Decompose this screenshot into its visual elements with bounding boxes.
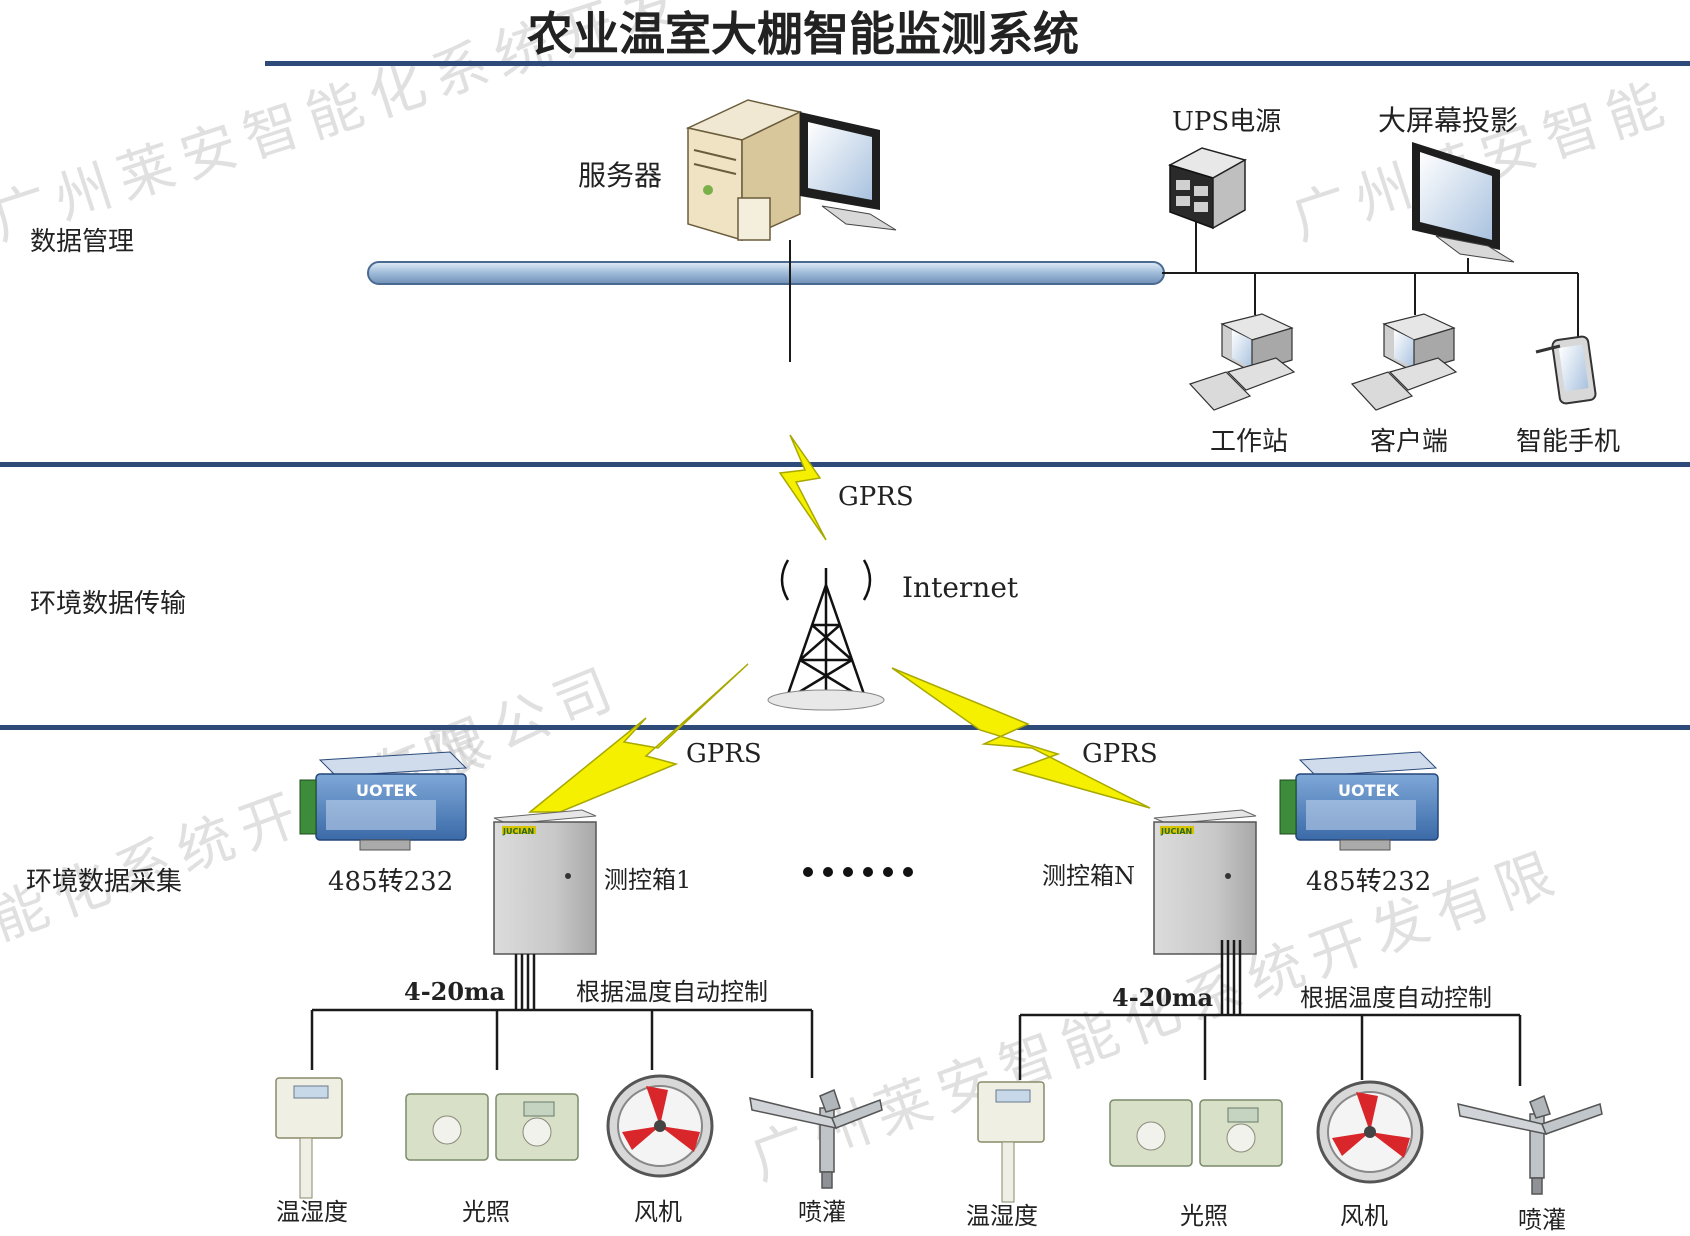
section-label-management: 数据管理 (30, 227, 134, 257)
client-label: 客户端 (1370, 427, 1448, 457)
smartphone-icon (1535, 335, 1597, 405)
gprs-label-top: GPRS (838, 482, 914, 512)
device-right-2-label: 光照 (1180, 1202, 1228, 1230)
transmission-section: GPRS Internet (767, 434, 1019, 711)
server-label: 服务器 (578, 159, 662, 192)
ellipsis-dots (803, 867, 913, 877)
control-box-left-icon: JUCIAN (493, 809, 597, 955)
converter-right-brand: UOTEK (1338, 781, 1399, 800)
sprinkler-right-icon (1457, 1094, 1603, 1195)
phone-label: 智能手机 (1516, 427, 1620, 457)
internet-tower-icon (767, 559, 885, 711)
control-box-left-label: 测控箱1 (604, 866, 691, 894)
control-box-left-brand: JUCIAN (502, 827, 534, 836)
divider-top (265, 61, 1690, 66)
control-box-right-icon: JUCIAN (1153, 809, 1257, 955)
device-left-3-label: 风机 (634, 1198, 682, 1226)
signal-left-label: 4-20ma (404, 977, 505, 1006)
internet-label: Internet (902, 571, 1019, 604)
gprs-lightning-right-icon (891, 667, 1151, 809)
workstation-label: 工作站 (1210, 427, 1288, 457)
page-title: 农业温室大棚智能监测系统 (527, 7, 1079, 61)
gprs-lightning-left-icon (527, 663, 749, 813)
gprs-label-right: GPRS (1082, 739, 1158, 769)
workstation-icon (1188, 313, 1296, 411)
gprs-label-left: GPRS (686, 739, 762, 769)
management-section: 服务器 UPS电源 大屏幕投影 (367, 99, 1620, 457)
ups-label: UPS电源 (1172, 107, 1281, 137)
converter-left-icon: UOTEK (299, 751, 468, 851)
device-left-2-label: 光照 (462, 1198, 510, 1226)
device-left-1-label: 温湿度 (276, 1198, 348, 1226)
fan-right-icon (1316, 1080, 1424, 1184)
section-label-collection: 环境数据采集 (26, 867, 182, 897)
light-sensor-left-icon (405, 1093, 579, 1161)
converter-right-icon: UOTEK (1279, 751, 1439, 851)
signal-right-label: 4-20ma (1112, 983, 1213, 1012)
sprinkler-left-icon (749, 1088, 883, 1189)
divider-middle (0, 462, 1690, 467)
control-left-label: 根据温度自动控制 (576, 978, 768, 1006)
server-icon (685, 99, 803, 242)
light-sensor-right-icon (1109, 1099, 1283, 1167)
humidity-sensor-left-icon (275, 1077, 343, 1199)
control-box-right-label: 测控箱N (1042, 862, 1135, 890)
collection-section: GPRS GPRS UOTEK 485转232 UOTEK 485转232 (275, 663, 1603, 1234)
divider-bottom (0, 725, 1690, 730)
client-icon (1350, 313, 1458, 411)
section-dividers (0, 61, 1690, 730)
projector-screen-icon (1412, 142, 1515, 273)
device-right-1-label: 温湿度 (966, 1202, 1038, 1230)
network-bus (367, 261, 1578, 285)
wiring-right (1018, 940, 1522, 1086)
server-monitor-icon (800, 112, 897, 231)
converter-right-label: 485转232 (1306, 867, 1431, 897)
device-left-4-label: 喷灌 (798, 1198, 846, 1226)
humidity-sensor-right-icon (977, 1081, 1045, 1203)
control-box-right-brand: JUCIAN (1160, 827, 1192, 836)
projector-label: 大屏幕投影 (1378, 104, 1518, 137)
wiring-left (310, 954, 814, 1078)
device-right-4-label: 喷灌 (1518, 1206, 1566, 1234)
control-right-label: 根据温度自动控制 (1300, 984, 1492, 1012)
converter-left-label: 485转232 (328, 867, 453, 897)
fan-left-icon (606, 1074, 714, 1178)
device-right-3-label: 风机 (1340, 1202, 1388, 1230)
section-label-transmission: 环境数据传输 (30, 589, 186, 619)
converter-left-brand: UOTEK (356, 781, 417, 800)
gprs-lightning-top-icon (778, 434, 827, 541)
ups-icon (1168, 147, 1247, 273)
